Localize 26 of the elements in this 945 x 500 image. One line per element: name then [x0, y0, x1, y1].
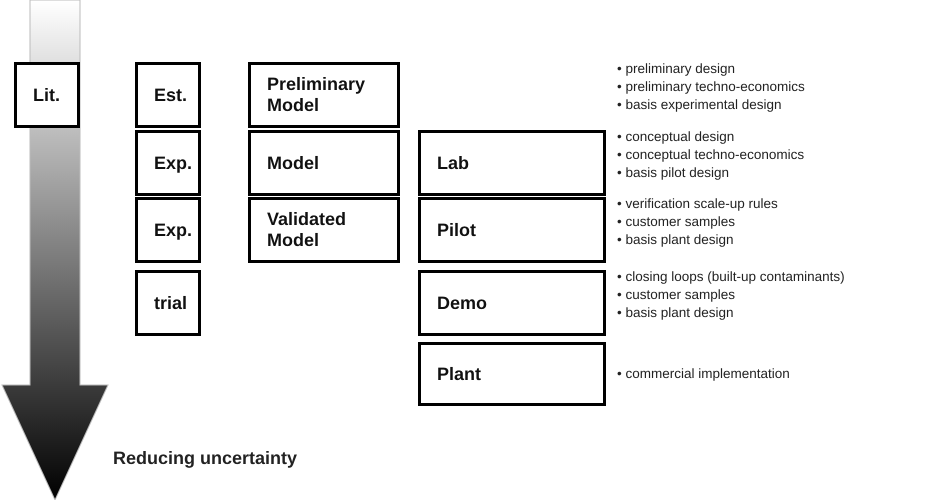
stage-box: Lab — [418, 130, 606, 196]
stage-box: trial — [135, 270, 201, 336]
stage-box: Plant — [418, 342, 606, 406]
stage-box: Exp. — [135, 197, 201, 263]
bullet-item: • preliminary techno-economics — [617, 78, 805, 96]
bullet-item: • preliminary design — [617, 60, 736, 78]
bullet-item: • conceptual design — [617, 128, 736, 146]
arrow-caption: Reducing uncertainty — [113, 448, 298, 469]
bullet-item: • customer samples — [617, 286, 736, 304]
stage-box: Model — [248, 130, 400, 196]
stage-box: Validated Model — [248, 197, 400, 263]
stage-box: Demo — [418, 270, 606, 336]
bullet-item: • verification scale-up rules — [617, 195, 778, 213]
stage-box: Preliminary Model — [248, 62, 400, 128]
stage-box: Est. — [135, 62, 201, 128]
stage-box: Pilot — [418, 197, 606, 263]
stage-box: Lit. — [14, 62, 80, 128]
bullet-item: • basis plant design — [617, 231, 735, 249]
bullet-item: • closing loops (built-up contaminants) — [617, 268, 845, 286]
bullet-item: • conceptual techno-economics — [617, 146, 804, 164]
bullet-item: • commercial implementation — [617, 365, 790, 383]
bullet-item: • customer samples — [617, 213, 736, 231]
bullet-item: • basis experimental design — [617, 96, 783, 114]
bullet-item: • basis pilot design — [617, 164, 730, 182]
bullet-item: • basis plant design — [617, 304, 735, 322]
stage-box: Exp. — [135, 130, 201, 196]
